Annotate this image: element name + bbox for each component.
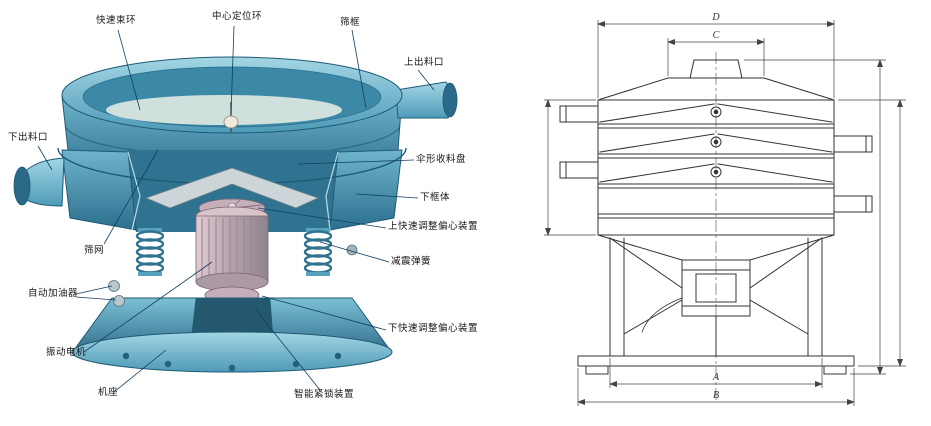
label-vibration-motor: 振动电机 bbox=[46, 347, 87, 358]
damping-spring-left bbox=[135, 228, 165, 276]
leader-lines bbox=[37, 25, 435, 393]
label-lower-eccentric-adjuster: 下快速调整偏心装置 bbox=[388, 323, 479, 334]
vibration-motor bbox=[195, 206, 269, 292]
dim-label-c: C bbox=[713, 30, 720, 41]
lower-discharge-spout bbox=[13, 157, 65, 207]
auto-oiler bbox=[108, 280, 125, 307]
machine-base bbox=[71, 297, 393, 373]
right-outlet-stubs bbox=[833, 135, 873, 213]
upper-discharge-spout bbox=[395, 81, 458, 119]
label-auto-oiler: 自动加油器 bbox=[28, 288, 79, 299]
label-umbrella-collection-tray: 伞形收料盘 bbox=[416, 154, 467, 165]
dim-label-d: D bbox=[711, 12, 720, 23]
damping-spring-right bbox=[303, 228, 333, 276]
center-positioning-ring bbox=[223, 102, 239, 132]
dim-label-b: B bbox=[713, 390, 719, 401]
label-lower-discharge-outlet: 下出料口 bbox=[8, 132, 49, 143]
label-machine-base: 机座 bbox=[98, 387, 119, 398]
machine-body bbox=[13, 56, 458, 373]
label-upper-discharge-outlet: 上出料口 bbox=[404, 57, 445, 68]
left-outlet-stubs bbox=[559, 105, 599, 179]
motor-cable bbox=[641, 297, 683, 333]
umbrella-collection-tray bbox=[145, 167, 319, 209]
motor-housing bbox=[681, 259, 751, 317]
label-center-positioning-ring: 中心定位环 bbox=[212, 11, 263, 22]
label-damping-spring: 减震弹簧 bbox=[391, 256, 432, 267]
label-quick-clamp-ring: 快速束环 bbox=[96, 15, 137, 26]
dim-label-a: A bbox=[712, 372, 720, 383]
label-lower-frame-body: 下框体 bbox=[420, 192, 451, 203]
label-upper-eccentric-adjuster: 上快速调整偏心装置 bbox=[388, 221, 479, 232]
engineering-drawing: D C A B bbox=[544, 12, 906, 406]
screen-mesh-surface bbox=[106, 95, 342, 125]
label-smart-locking-device: 智能紧锁装置 bbox=[294, 389, 355, 400]
lower-frame-left-wall bbox=[61, 149, 137, 231]
machine-outline bbox=[559, 59, 873, 375]
cutaway-interior bbox=[128, 150, 338, 232]
label-screen-frame: 筛框 bbox=[340, 17, 361, 28]
cutaway-illustration bbox=[13, 25, 458, 393]
label-screen-mesh: 筛网 bbox=[84, 245, 105, 256]
dimension-lines bbox=[544, 20, 906, 406]
